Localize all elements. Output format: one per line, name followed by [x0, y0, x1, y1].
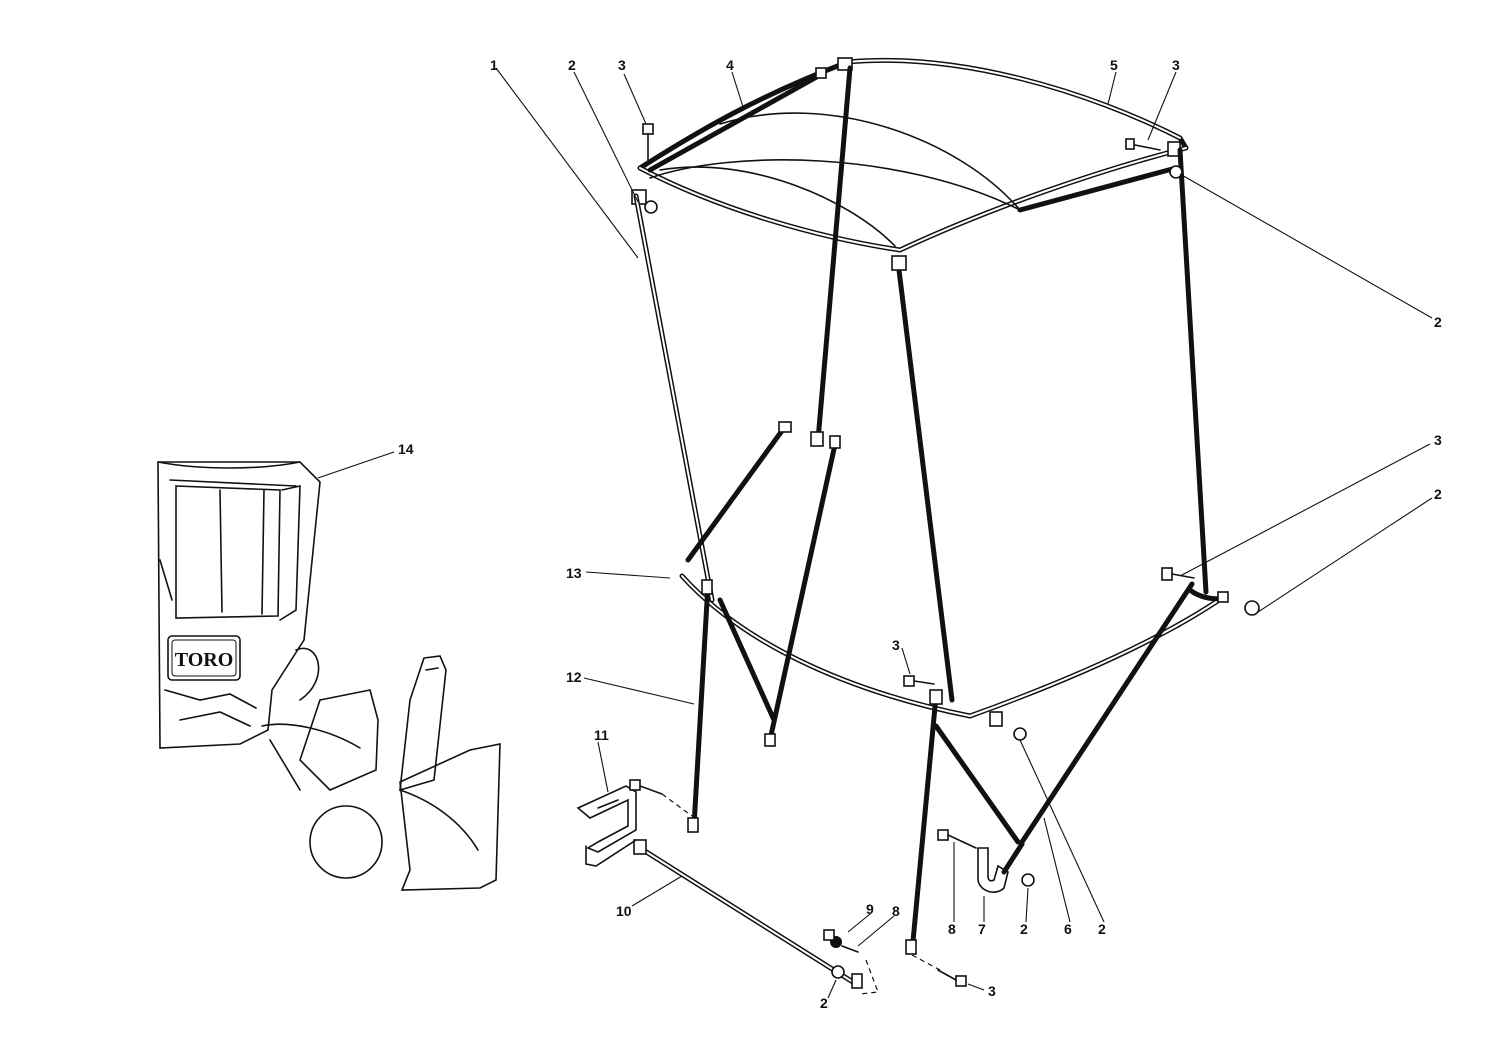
- roof-cross-wire-1: [649, 159, 1021, 211]
- callout-1: 1: [490, 57, 498, 73]
- nut-2-base: [831, 965, 845, 979]
- brace-lower-left-tab-bottom: [764, 733, 776, 747]
- part-13-lower-bow: [679, 573, 1225, 719]
- part-10-base-bar: [633, 839, 863, 989]
- bolt-3-mid-head: [1161, 567, 1173, 581]
- callout-2-lower-right: 2: [1098, 921, 1106, 937]
- rear-left-upright-foot: [810, 431, 824, 447]
- nut-2-bracket: [1021, 873, 1035, 887]
- front-center-upright: [895, 259, 955, 703]
- callout-7: 7: [978, 921, 986, 937]
- front-center-bracket: [891, 255, 907, 271]
- wheel: [309, 805, 383, 879]
- bolt-3-right-head: [1125, 138, 1135, 150]
- lower-bow-tab: [989, 711, 1003, 727]
- callout-3-right-mid: 3: [1434, 432, 1442, 448]
- callout-2-top-left: 2: [568, 57, 576, 73]
- nut-2-right: [1169, 165, 1183, 179]
- callout-2-base: 2: [820, 995, 828, 1011]
- callout-13: 13: [566, 565, 582, 581]
- discharge-chute: [399, 655, 447, 792]
- callout-2-right-upper: 2: [1434, 314, 1442, 330]
- cab-cover-outline: [157, 461, 321, 749]
- nut-2-center: [1013, 727, 1027, 741]
- leader-lines: [317, 67, 1433, 999]
- callout-12: 12: [566, 669, 582, 685]
- roof-cross-wire-2: [719, 112, 1021, 211]
- toro-logo-plate: [167, 635, 241, 681]
- callout-5: 5: [1110, 57, 1118, 73]
- roof-cross-wire-3: [659, 166, 896, 247]
- brace-lower-left-2: [717, 597, 777, 723]
- callout-3-top-right: 3: [1172, 57, 1180, 73]
- callout-8-base: 8: [892, 903, 900, 919]
- auger-housing: [399, 743, 501, 891]
- cab-frame: [576, 57, 1260, 995]
- right-lower-arm-tab: [1217, 591, 1229, 603]
- callout-3-top-left: 3: [618, 57, 626, 73]
- callout-3-center: 3: [892, 637, 900, 653]
- part-7-u-bracket: [977, 841, 1025, 893]
- callout-labels: 1 2 3 4 5 3 2 3 2 14 13 12 11 3 10 9 8 2…: [398, 57, 1442, 1011]
- rear-left-upright: [815, 65, 853, 443]
- engine-block: [299, 689, 379, 791]
- right-lower-brace: [1019, 581, 1195, 845]
- bolt-3-top-head: [642, 123, 654, 135]
- part-1-front-upright: [633, 193, 715, 603]
- brace-upper-left-tab: [778, 421, 792, 433]
- cab-window: [175, 485, 281, 619]
- nut-2-right-mid: [1244, 600, 1260, 616]
- callout-10: 10: [616, 903, 632, 919]
- brace-lower-left: [767, 437, 839, 743]
- callout-9: 9: [866, 901, 874, 917]
- bolt-8-head: [937, 829, 949, 841]
- brace-upper-left: [685, 425, 787, 563]
- part-11-mount-bracket: [576, 785, 637, 867]
- part-5-roof-bow: [637, 57, 1189, 253]
- center-lower-upright: [909, 693, 939, 955]
- callout-2-bracket: 2: [1020, 921, 1028, 937]
- callout-11: 11: [594, 727, 609, 743]
- callout-4: 4: [726, 57, 734, 73]
- part-12-lower-upright: [687, 579, 713, 833]
- part-14-snowthrower-cab: TORO: [157, 461, 501, 891]
- center-lower-bracket-bottom: [905, 939, 917, 955]
- bolt-3-center-head: [903, 675, 915, 687]
- right-upright: [1177, 147, 1209, 595]
- hardware: [629, 123, 1260, 995]
- callout-14: 14: [398, 441, 414, 457]
- bolt-bracket-head: [629, 779, 641, 791]
- part-8-bolt-head-base: [823, 929, 835, 941]
- part-4-upper-rail: [647, 67, 1179, 213]
- callout-2-right-mid: 2: [1434, 486, 1442, 502]
- part-6-lower-brace: [933, 723, 1021, 845]
- bolt-3-bottom-head: [955, 975, 967, 987]
- callout-8-bracket: 8: [948, 921, 956, 937]
- callout-3-bottom: 3: [988, 983, 996, 999]
- toro-logo-text: TORO: [175, 649, 234, 671]
- center-lower-bracket-top: [929, 689, 943, 705]
- brace-lower-left-tab-top: [829, 435, 841, 449]
- nut-2-top: [644, 200, 658, 214]
- callout-6: 6: [1064, 921, 1072, 937]
